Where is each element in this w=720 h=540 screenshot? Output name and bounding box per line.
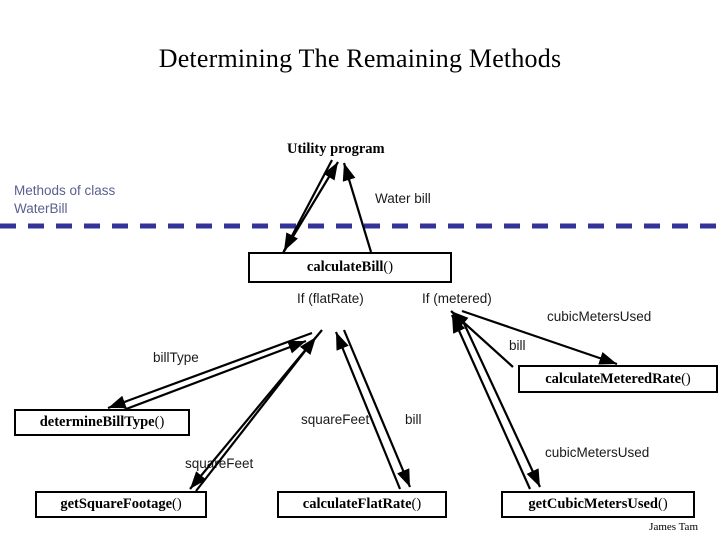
node-calculatemeteredrate-parens: () <box>681 370 691 387</box>
slide-footer: James Tam <box>649 521 698 533</box>
edge-label-if-metered: If (metered) <box>422 291 492 306</box>
edge-calculateflatrate-to-ifflatrate <box>334 331 402 490</box>
node-calculatebill-parens: () <box>383 259 394 275</box>
edge-calculatebill-to-determinebilltype <box>107 331 313 410</box>
actor-utility-program: Utility program <box>287 141 385 157</box>
node-getcubicmetersused-parens: () <box>658 496 668 512</box>
edge-utility-to-calculatebill-left <box>283 159 333 252</box>
node-calculatemeteredrate[interactable]: calculateMeteredRate () <box>518 365 718 393</box>
edge-label-cubic-meters-used-top: cubicMetersUsed <box>547 309 652 324</box>
edge-determinebilltype-to-calculatebill <box>112 339 307 416</box>
node-calculateflatrate[interactable]: calculateFlatRate () <box>277 491 447 518</box>
edge-calculatemeteredrate-to-ifmetered <box>450 310 514 368</box>
edge-label-water-bill: Water bill <box>375 191 431 206</box>
edge-waterbill-to-utility <box>342 162 373 253</box>
node-getsquarefootage[interactable]: getSquareFootage () <box>35 491 207 518</box>
node-calculatemeteredrate-label: calculateMeteredRate <box>545 370 682 387</box>
node-calculateflatrate-parens: () <box>411 496 422 512</box>
node-getcubicmetersused-label: getCubicMetersUsed <box>528 496 658 512</box>
node-determinebilltype[interactable]: determineBillType () <box>14 409 190 436</box>
edge-calculatebill-to-utility <box>282 161 339 254</box>
node-calculateflatrate-label: calculateFlatRate <box>302 496 412 512</box>
edge-label-square-feet-left: squareFeet <box>185 456 254 471</box>
edge-ifflatrate-to-calculateflatrate <box>342 329 412 488</box>
node-getcubicmetersused[interactable]: getCubicMetersUsed () <box>501 491 695 518</box>
node-calculatebill-label: calculateBill <box>306 259 384 275</box>
edge-label-bill-metered: bill <box>509 338 526 353</box>
edge-ifmetered-to-getcubicmetersused <box>460 316 541 488</box>
edge-label-bill-type: billType <box>153 350 199 365</box>
page-title: Determining The Remaining Methods <box>158 44 562 73</box>
swimlane-label-line1: Methods of class <box>14 183 116 198</box>
node-calculatebill[interactable]: calculateBill () <box>248 252 452 283</box>
edge-label-if-flat-rate: If (flatRate) <box>297 291 364 306</box>
edge-label-bill-flat: bill <box>405 412 422 427</box>
edge-label-cubic-meters-used-bottom: cubicMetersUsed <box>545 445 650 460</box>
node-getsquarefootage-label: getSquareFootage <box>60 496 173 512</box>
node-determinebilltype-label: determineBillType <box>39 414 155 430</box>
node-getsquarefootage-parens: () <box>172 496 182 512</box>
swimlane-label-line2: WaterBill <box>14 201 68 217</box>
edge-label-square-feet-mid: squareFeet <box>301 412 370 427</box>
node-determinebilltype-parens: () <box>154 414 165 430</box>
